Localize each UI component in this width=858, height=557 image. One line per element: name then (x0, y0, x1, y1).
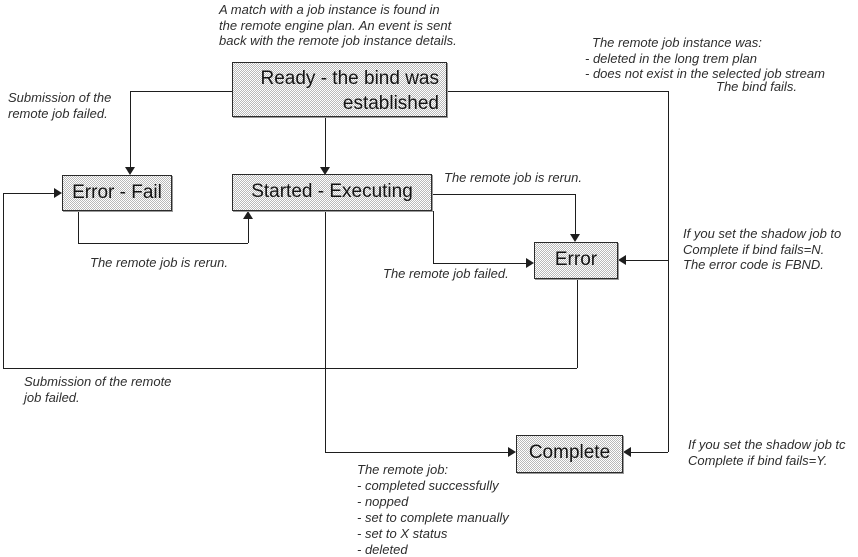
annotation-bind-fails-n-line2: Complete if bind fails=N. (683, 241, 825, 257)
state-error: Error (534, 242, 618, 279)
annotation-submission-failed-bottom: Submission of the remote job failed. (24, 374, 171, 405)
annotation-bind-fails-y-line2: Complete if bind fails=Y. (688, 452, 828, 468)
state-started-executing-label: Started - Executing (251, 181, 413, 202)
annotation-instance-was-line3: - does not exist in the selected job str… (585, 66, 825, 81)
state-ready-label-line1: Ready - the bind was (260, 68, 440, 89)
edge-rightrail-error-horizontal (626, 260, 668, 261)
edge-ready-started-vertical (325, 117, 326, 167)
annotation-match-found-line1: A match with a job instance is found in (219, 2, 440, 17)
state-ready: Ready - the bind was established (232, 62, 447, 117)
annotation-instance-was-line1: The remote job instance was: (592, 35, 762, 50)
annotation-job-failed: The remote job failed. (383, 266, 509, 281)
annotation-remote-job-outcomes-line2: - completed successfully (357, 478, 499, 493)
arrowhead-into-complete-right-icon (623, 447, 631, 457)
annotation-bind-fails-n-line1: If you set the shadow job to (683, 226, 842, 241)
edge-started-complete-horizontal (325, 452, 508, 453)
annotation-match-found-line3: back with the remote job instance detail… (219, 33, 457, 48)
annotation-bind-fails: The bind fails. (716, 79, 797, 94)
edge-started-error-top-vertical (575, 194, 576, 234)
state-error-fail: Error - Fail (62, 175, 172, 211)
annotation-remote-job-outcomes: The remote job: - completed successfully… (357, 462, 509, 557)
annotation-bind-fails-n-line3: The error code is FBND. (683, 257, 824, 272)
annotation-rerun-right: The remote job is rerun. (444, 170, 583, 185)
arrowhead-into-error-top-icon (570, 234, 580, 242)
annotation-remote-job-outcomes-line6: - deleted (357, 542, 408, 557)
state-error-label: Error (554, 249, 598, 270)
annotation-remote-job-outcomes-line3: - nopped (357, 494, 409, 509)
edge-errorfail-started-horizontal (78, 243, 248, 244)
edge-errorfail-started-vertical-up (248, 219, 249, 243)
arrowhead-into-started-bottom-icon (243, 211, 253, 219)
annotation-bind-fails-y: If you set the shadow job tc Complete if… (688, 437, 846, 468)
annotation-submission-failed-top-line2: remote job failed. (8, 105, 108, 121)
arrowhead-into-errorfail-left-icon (54, 188, 62, 198)
edge-started-error-top-horizontal (432, 194, 575, 195)
annotation-instance-was: The remote job instance was: - deleted i… (585, 35, 825, 82)
annotation-rerun-left: The remote job is rerun. (90, 255, 229, 270)
state-complete-label: Complete (528, 442, 611, 463)
edge-error-loop-horizontal (3, 368, 577, 369)
edge-error-loop-vertical-left (3, 193, 4, 368)
annotation-match-found: A match with a job instance is found in … (219, 2, 457, 49)
annotation-match-found-line2: the remote engine plan. An event is sent (219, 17, 452, 33)
edge-errorfail-started-vertical-down (78, 211, 79, 243)
annotation-bind-fails-n: If you set the shadow job to Complete if… (683, 226, 841, 273)
edge-error-loop-into-errorfail (3, 193, 54, 194)
annotation-remote-job-outcomes-line4: - set to complete manually (357, 510, 509, 525)
annotation-bind-fails-y-line1: If you set the shadow job tc (688, 437, 846, 452)
edge-ready-rightrail-horizontal (447, 91, 668, 92)
edge-started-error-left-horizontal (433, 263, 526, 264)
annotation-submission-failed-top-line1: Submission of the (8, 90, 112, 105)
state-error-fail-label: Error - Fail (72, 182, 162, 203)
annotation-remote-job-outcomes-line5: - set to X status (357, 526, 448, 541)
state-started-executing: Started - Executing (232, 174, 432, 211)
edge-ready-errorfail-vertical (130, 91, 131, 167)
edge-rightrail-complete-horizontal (631, 452, 668, 453)
edge-ready-errorfail-horizontal (130, 91, 232, 92)
arrowhead-into-error-right-icon (618, 255, 626, 265)
annotation-remote-job-outcomes-line1: The remote job: (357, 462, 449, 477)
arrowhead-into-error-left-icon (526, 258, 534, 268)
state-complete: Complete (516, 435, 623, 473)
edge-started-error-left-vertical (433, 211, 434, 263)
arrowhead-into-started-top-icon (320, 167, 330, 175)
arrowhead-into-complete-left-icon (508, 447, 516, 457)
edge-rightrail-vertical (668, 91, 669, 452)
annotation-submission-failed-bottom-line2: job failed. (24, 389, 80, 405)
annotation-instance-was-line2: - deleted in the long trem plan (585, 50, 757, 66)
annotation-submission-failed-bottom-line1: Submission of the remote (24, 374, 172, 389)
edge-error-loop-vertical-right (577, 279, 578, 368)
edge-started-complete-vertical (325, 211, 326, 452)
state-ready-label-line2: established (342, 93, 439, 114)
annotation-submission-failed-top: Submission of the remote job failed. (8, 90, 111, 121)
arrowhead-into-errorfail-top-icon (125, 167, 135, 175)
